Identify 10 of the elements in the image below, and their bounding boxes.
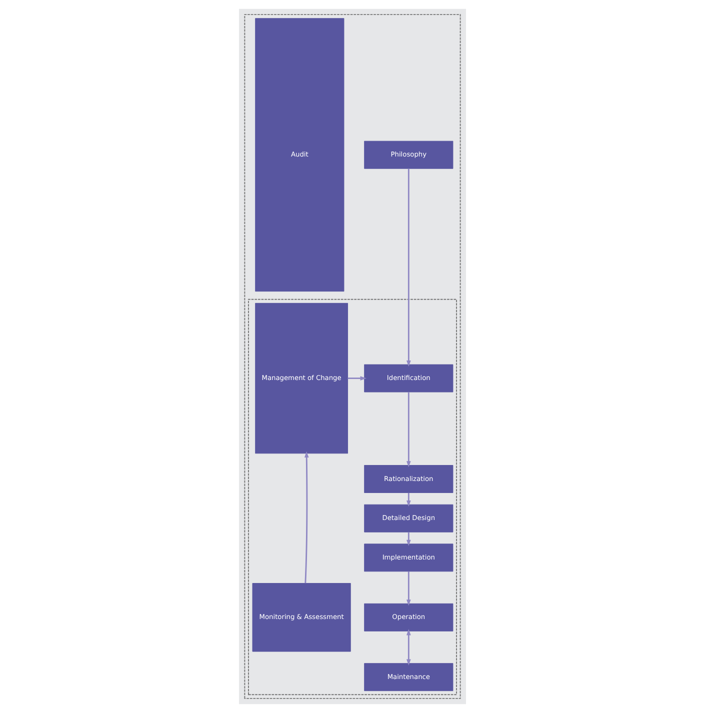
arrow — [406, 168, 411, 367]
arrow — [406, 492, 411, 507]
cluster — [248, 298, 457, 696]
arrow — [406, 392, 411, 468]
arrow — [304, 451, 309, 584]
arrow — [406, 629, 411, 666]
arrow — [406, 532, 411, 546]
cluster — [244, 14, 461, 699]
arrow — [406, 571, 411, 606]
arrow — [348, 376, 366, 380]
